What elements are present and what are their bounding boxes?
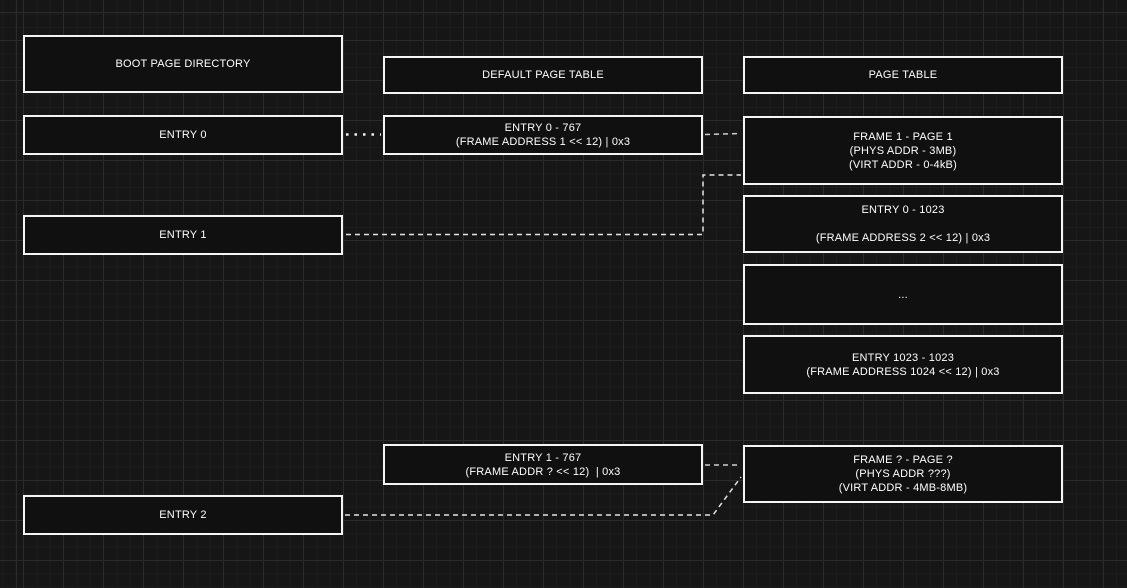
- node-label: FRAME 1 - PAGE 1: [853, 130, 953, 143]
- node-boot-entry-1[interactable]: ENTRY 1: [23, 215, 343, 255]
- node-sublabel: (FRAME ADDRESS 1024 << 12) | 0x3: [806, 365, 1000, 378]
- node-sublabel: (FRAME ADDR ? << 12) | 0x3: [465, 465, 621, 478]
- node-sublabel: (VIRT ADDR - 4MB-8MB): [838, 482, 968, 494]
- node-sublabel: (PHYS ADDR ???): [855, 468, 951, 480]
- node-label: PAGE TABLE: [868, 69, 938, 81]
- node-label: ENTRY 2: [159, 509, 207, 521]
- node-label: FRAME ? - PAGE ?: [853, 454, 953, 466]
- node-sublabel: (PHYS ADDR - 3MB): [849, 144, 957, 157]
- node-label: ENTRY 1023 - 1023: [851, 351, 955, 364]
- node-label: ...: [898, 288, 908, 301]
- node-frame-1-page-1[interactable]: FRAME 1 - PAGE 1 (PHYS ADDR - 3MB) (VIRT…: [743, 116, 1063, 185]
- node-label: ENTRY 0 - 767: [504, 122, 582, 134]
- node-boot-entry-2[interactable]: ENTRY 2: [23, 495, 343, 535]
- node-label: ENTRY 0: [159, 129, 207, 141]
- node-label: DEFAULT PAGE TABLE: [482, 69, 604, 81]
- node-default-pt-entry-0-767[interactable]: ENTRY 0 - 767 (FRAME ADDRESS 1 << 12) | …: [383, 115, 703, 155]
- node-default-page-table-header[interactable]: DEFAULT PAGE TABLE: [383, 56, 703, 94]
- node-label: ENTRY 0 - 1023: [861, 204, 945, 216]
- connector-entry1-to-page-table: [346, 174, 741, 236]
- node-page-table-header[interactable]: PAGE TABLE: [743, 56, 1063, 94]
- node-sublabel: (VIRT ADDR - 0-4kB): [849, 158, 957, 171]
- node-default-pt-entry-1-767[interactable]: ENTRY 1 - 767 (FRAME ADDR ? << 12) | 0x3: [383, 444, 703, 485]
- node-label: BOOT PAGE DIRECTORY: [115, 58, 251, 70]
- node-pt-ellipsis[interactable]: ...: [743, 264, 1063, 325]
- connector-dpt-entry0-to-frame1: [704, 132, 742, 136]
- node-label: ENTRY 1 - 767: [504, 451, 582, 464]
- node-sublabel: (FRAME ADDRESS 1 << 12) | 0x3: [455, 136, 631, 148]
- node-pt-entry-1023-1023[interactable]: ENTRY 1023 - 1023 (FRAME ADDRESS 1024 <<…: [743, 335, 1063, 394]
- node-boot-entry-0[interactable]: ENTRY 0: [23, 115, 343, 155]
- node-pt-entry-0-1023[interactable]: ENTRY 0 - 1023 (FRAME ADDRESS 2 << 12) |…: [743, 195, 1063, 253]
- node-boot-page-directory-header[interactable]: BOOT PAGE DIRECTORY: [23, 35, 343, 93]
- node-sublabel: (FRAME ADDRESS 2 << 12) | 0x3: [815, 232, 991, 244]
- node-label: ENTRY 1: [159, 229, 207, 241]
- node-frame-q-page-q[interactable]: FRAME ? - PAGE ? (PHYS ADDR ???) (VIRT A…: [743, 445, 1063, 503]
